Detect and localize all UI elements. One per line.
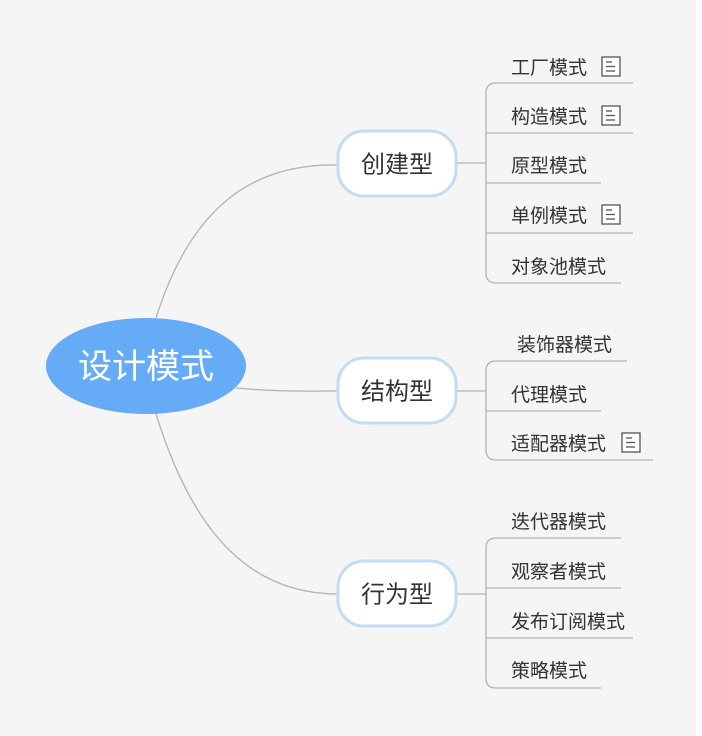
root-ellipse: [46, 318, 246, 414]
leaf-label: 适配器模式: [511, 433, 606, 455]
leaf-node[interactable]: 迭代器模式: [511, 511, 606, 533]
leaf-label: 原型模式: [511, 155, 587, 177]
category-label: 创建型: [361, 151, 433, 179]
leaf-underline: [485, 677, 601, 689]
leaf-node[interactable]: 原型模式: [511, 155, 587, 177]
leaf-underline: [485, 360, 627, 372]
root-label: 设计模式: [78, 347, 214, 387]
root-node[interactable]: 设计模式: [46, 318, 246, 414]
leaf-underline: [485, 82, 633, 94]
category-label: 结构型: [361, 378, 433, 406]
category-box: [336, 356, 458, 425]
note-icon[interactable]: [601, 56, 621, 77]
leaf-node[interactable]: 装饰器模式: [517, 334, 612, 356]
leaf-label: 策略模式: [511, 660, 587, 682]
leaf-node[interactable]: 适配器模式: [511, 432, 641, 455]
leaf-node[interactable]: 单例模式: [511, 204, 621, 227]
leaf-label: 构造模式: [511, 106, 587, 128]
leaf-label: 装饰器模式: [517, 334, 612, 356]
connectors: [155, 82, 653, 689]
category-box: [336, 559, 458, 628]
leaf-node[interactable]: 构造模式: [511, 105, 621, 128]
leaf-underline: [485, 537, 621, 549]
leaf-label: 工厂模式: [511, 57, 587, 79]
root-connector: [155, 164, 339, 319]
leaf-underline: [485, 272, 621, 284]
leaf-label: 迭代器模式: [511, 511, 606, 533]
leaf-node[interactable]: 代理模式: [511, 384, 587, 406]
category-node-structural[interactable]: 结构型: [336, 356, 458, 425]
category-label: 行为型: [361, 581, 433, 609]
leaf-label: 对象池模式: [511, 256, 606, 278]
leaf-label: 单例模式: [511, 205, 587, 227]
leaf-label: 代理模式: [511, 384, 587, 406]
canvas-edge: [696, 0, 702, 736]
note-icon[interactable]: [601, 105, 621, 126]
note-icon[interactable]: [621, 432, 641, 453]
leaf-node[interactable]: 对象池模式: [511, 256, 606, 278]
leaf-label: 观察者模式: [511, 561, 606, 583]
leaf-node[interactable]: 发布订阅模式: [511, 611, 625, 633]
category-node-behavioral[interactable]: 行为型: [336, 559, 458, 628]
leaf-underline: [485, 449, 653, 461]
category-box: [336, 129, 458, 198]
root-connector: [235, 387, 339, 392]
note-icon[interactable]: [601, 204, 621, 225]
leaf-label: 发布订阅模式: [511, 611, 625, 633]
category-node-creational[interactable]: 创建型: [336, 129, 458, 198]
leaf-node[interactable]: 观察者模式: [511, 561, 606, 583]
leaf-node[interactable]: 工厂模式: [511, 56, 621, 79]
leaf-node[interactable]: 策略模式: [511, 660, 587, 682]
root-connector: [155, 413, 339, 595]
